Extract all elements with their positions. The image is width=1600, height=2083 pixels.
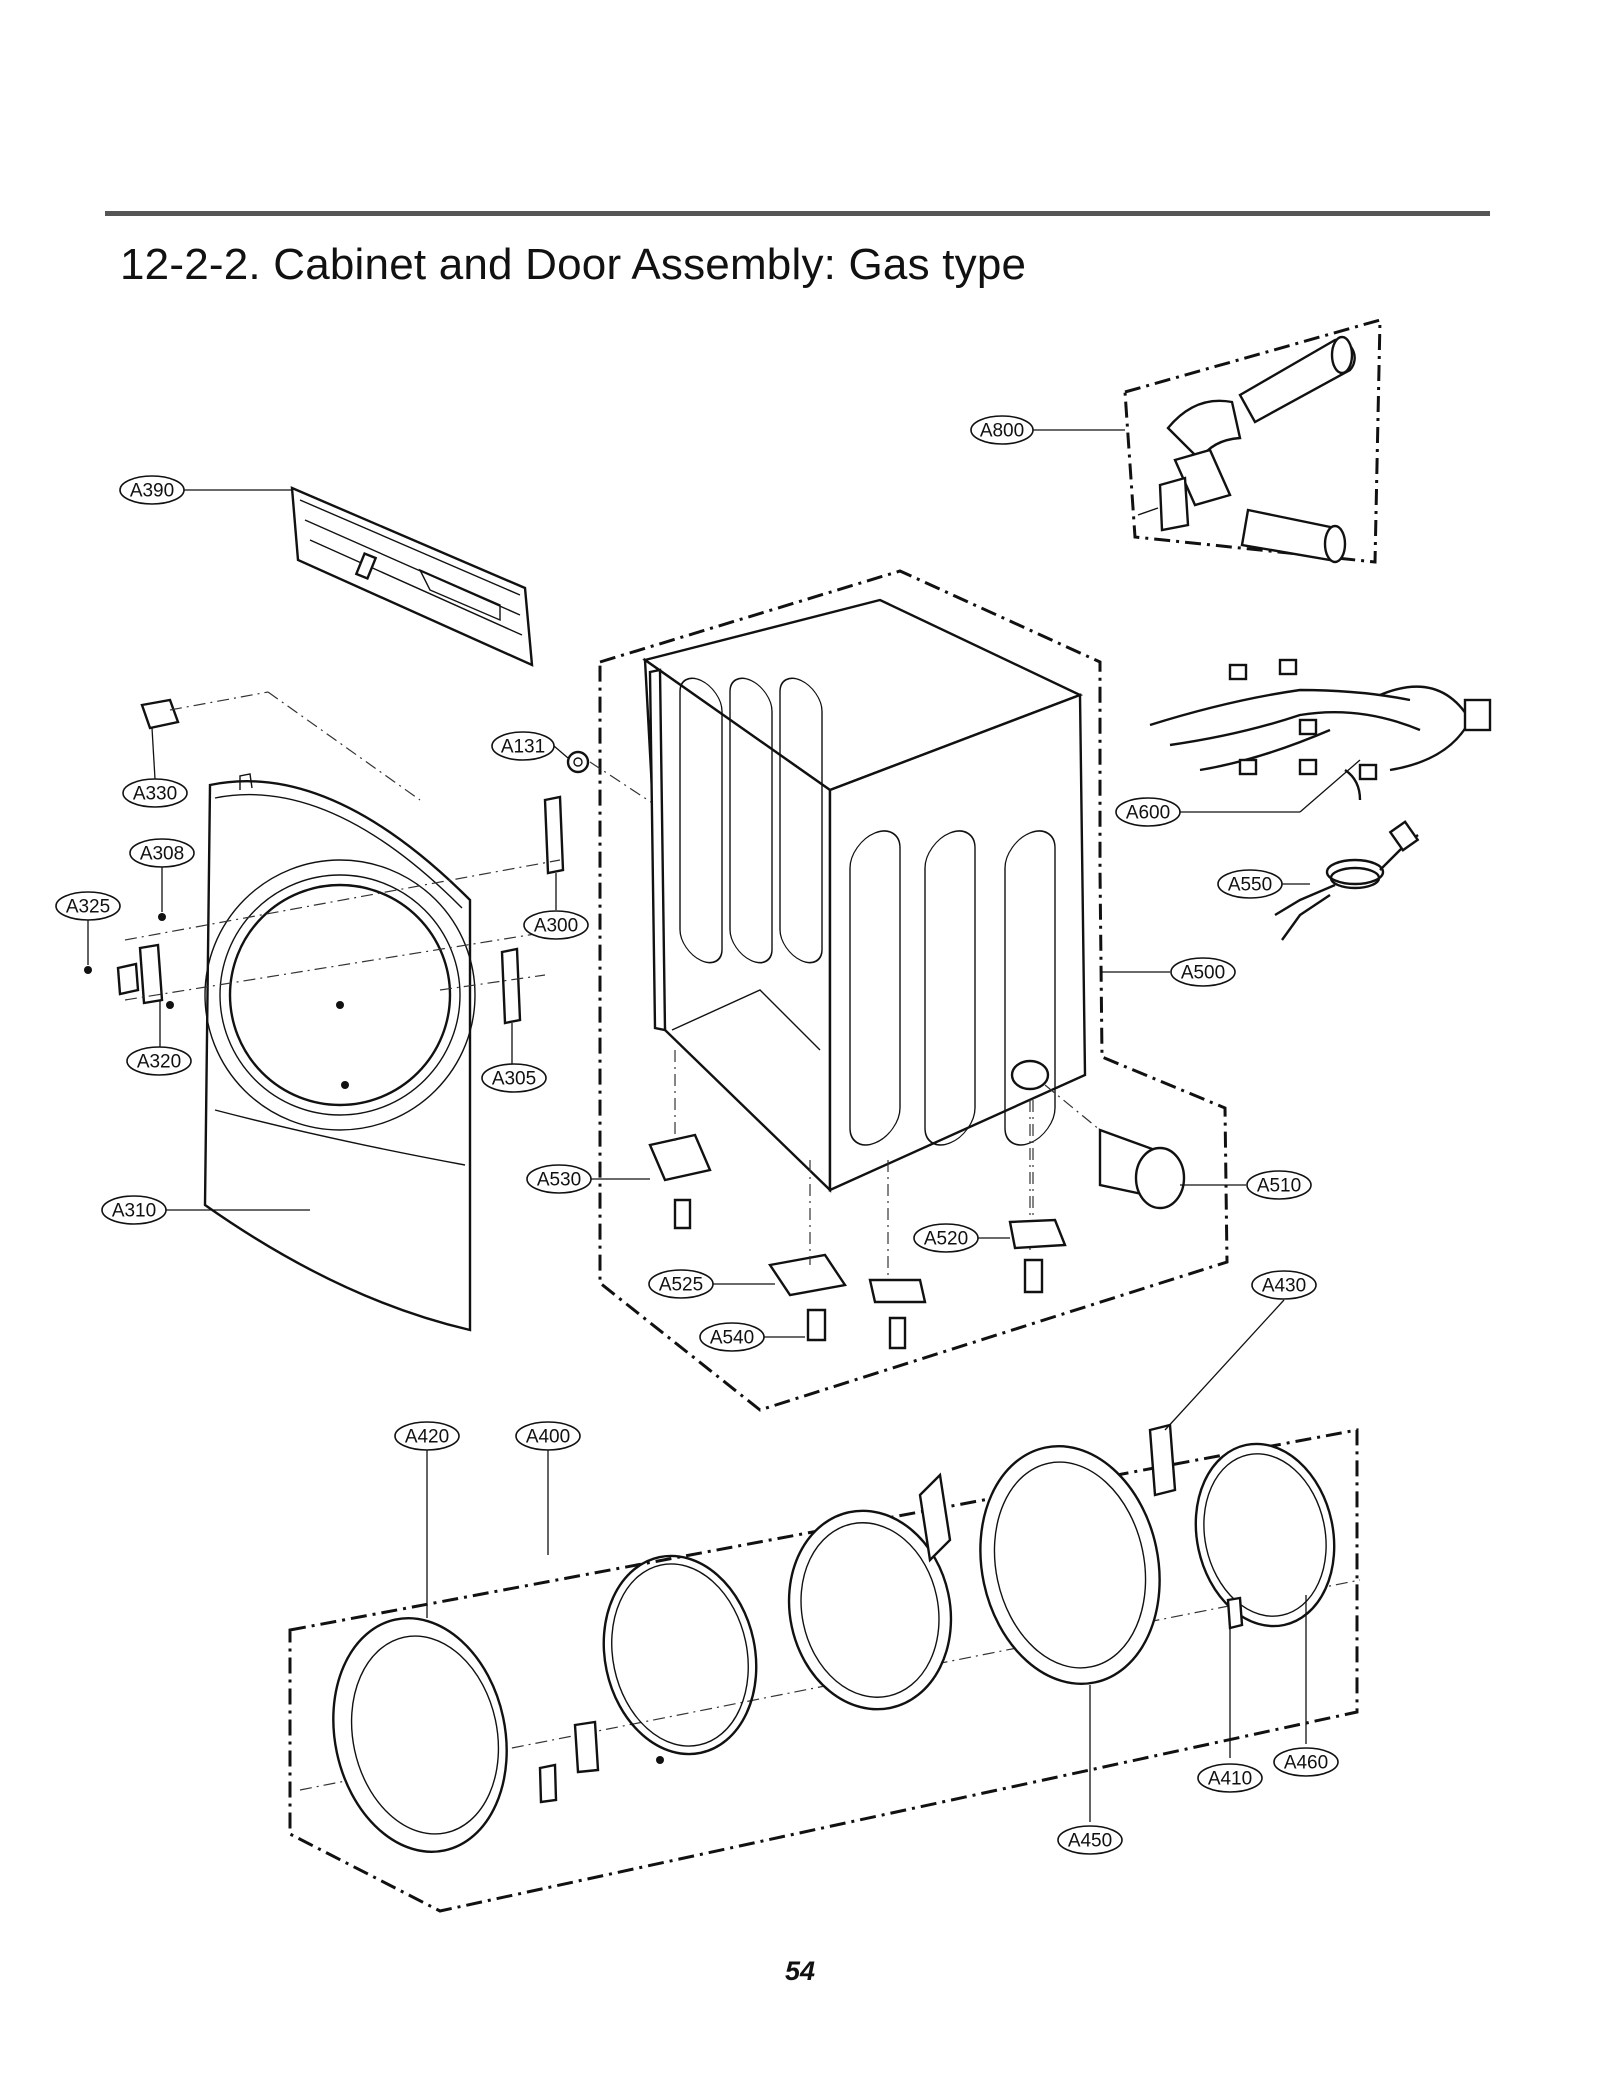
svg-text:A520: A520	[924, 1229, 968, 1250]
callout-A420: A420	[394, 1421, 460, 1451]
svg-text:A320: A320	[137, 1052, 181, 1073]
svg-text:A300: A300	[534, 916, 578, 937]
callout-A430: A430	[1251, 1270, 1317, 1300]
group-door	[288, 1428, 1359, 1913]
svg-text:A530: A530	[537, 1170, 581, 1191]
control-bracket-part	[290, 486, 534, 667]
svg-text:A525: A525	[659, 1275, 703, 1296]
svg-text:A420: A420	[405, 1427, 449, 1448]
callout-A550: A550	[1217, 869, 1283, 899]
page-title: 12-2-2. Cabinet and Door Assembly: Gas t…	[120, 240, 1027, 289]
leader-lines	[87, 429, 1361, 1822]
callout-A460: A460	[1273, 1747, 1339, 1777]
svg-text:A510: A510	[1257, 1176, 1301, 1197]
callout-A330: A330	[122, 778, 188, 808]
callout-A308: A308	[129, 838, 195, 868]
door-parts	[299, 1423, 1361, 1853]
page-number: 54	[784, 1956, 816, 1986]
group-cabinet	[598, 569, 1229, 1412]
svg-text:A131: A131	[501, 737, 545, 758]
callout-A300: A300	[523, 910, 589, 940]
power-cord-part	[1274, 820, 1420, 941]
callout-A450: A450	[1057, 1825, 1123, 1855]
small-bracket-part	[140, 691, 421, 801]
callout-A131: A131	[491, 731, 555, 761]
svg-text:A460: A460	[1284, 1753, 1328, 1774]
exhaust-duct-part	[1029, 1084, 1186, 1250]
svg-text:A600: A600	[1126, 803, 1170, 824]
leveling-legs-parts	[648, 1050, 1067, 1350]
svg-text:A550: A550	[1228, 875, 1272, 896]
svg-text:A430: A430	[1262, 1276, 1306, 1297]
callout-A390: A390	[119, 475, 185, 505]
callout-A400: A400	[515, 1421, 581, 1451]
svg-text:A400: A400	[526, 1427, 570, 1448]
callout-A540: A540	[699, 1322, 765, 1352]
svg-text:A310: A310	[112, 1201, 156, 1222]
callout-A525: A525	[648, 1269, 714, 1299]
duct-kit-part	[1137, 335, 1356, 564]
cabinet-part	[642, 598, 1087, 1193]
svg-text:A325: A325	[66, 897, 110, 918]
callout-A520: A520	[913, 1223, 979, 1253]
header-rule	[105, 211, 1490, 216]
svg-text:A450: A450	[1068, 1831, 1112, 1852]
callout-A310: A310	[101, 1195, 167, 1225]
svg-text:A540: A540	[710, 1328, 754, 1349]
callout-A800: A800	[970, 415, 1034, 445]
group-duct-kit	[1123, 318, 1382, 564]
svg-text:A330: A330	[133, 784, 177, 805]
svg-text:A800: A800	[980, 421, 1024, 442]
callout-A320: A320	[126, 1046, 192, 1076]
front-panel-part	[203, 773, 476, 1332]
callout-A305: A305	[481, 1063, 547, 1093]
callout-A530: A530	[526, 1164, 592, 1194]
callout-A500: A500	[1170, 957, 1236, 987]
svg-text:A410: A410	[1208, 1769, 1252, 1790]
svg-text:A500: A500	[1181, 963, 1225, 984]
wire-harness-part	[1149, 658, 1492, 801]
callout-A410: A410	[1197, 1763, 1263, 1793]
svg-text:A390: A390	[130, 481, 174, 502]
svg-text:A308: A308	[140, 844, 184, 865]
callout-A510: A510	[1246, 1170, 1312, 1200]
svg-text:A305: A305	[492, 1069, 536, 1090]
hinge-hardware-parts	[84, 795, 565, 1089]
callout-A325: A325	[55, 891, 121, 921]
callout-A600: A600	[1115, 797, 1181, 827]
